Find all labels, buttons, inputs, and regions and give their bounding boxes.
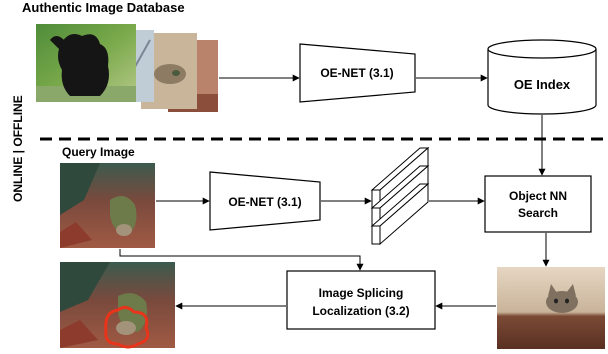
nn-search-label-line1: Object NN	[509, 189, 567, 203]
splicing-localization-block: Image Splicing Localization (3.2)	[286, 270, 436, 330]
arrow-query-to-splicing	[119, 249, 364, 271]
splicing-highlight-outline	[104, 305, 150, 349]
database-photo-bear	[36, 24, 136, 102]
retrieved-cat-image	[497, 267, 605, 349]
oenet-block-online: OE-NET (3.1)	[209, 171, 321, 231]
authentic-image-stack	[36, 24, 218, 112]
online-label: ONLINE	[11, 157, 25, 202]
separator-bar: |	[11, 147, 25, 157]
nn-search-label-line2: Search	[518, 206, 558, 220]
oenet-block-offline: OE-NET (3.1)	[299, 43, 416, 103]
object-nn-search-block: Object NN Search	[484, 175, 592, 233]
localization-result-image	[60, 262, 175, 349]
query-image-title: Query Image	[62, 145, 135, 159]
query-image	[60, 163, 155, 248]
oenet-offline-label: OE-NET (3.1)	[320, 66, 393, 80]
oe-index-label: OE Index	[514, 77, 571, 92]
oe-index-database: OE Index	[487, 39, 597, 115]
oenet-online-label: OE-NET (3.1)	[228, 195, 301, 209]
offline-label: OFFLINE	[11, 95, 25, 146]
feature-block-3	[370, 182, 430, 246]
splicing-label-line2: Localization (3.2)	[312, 304, 409, 318]
feature-embedding-blocks	[370, 146, 430, 246]
online-offline-label: ONLINE | OFFLINE	[11, 95, 25, 202]
splicing-label-line1: Image Splicing	[319, 286, 404, 300]
flow-arrows	[119, 74, 550, 310]
svg-text:ONLINE | OFFLINE: ONLINE | OFFLINE	[11, 95, 25, 202]
database-title: Authentic Image Database	[22, 0, 185, 15]
